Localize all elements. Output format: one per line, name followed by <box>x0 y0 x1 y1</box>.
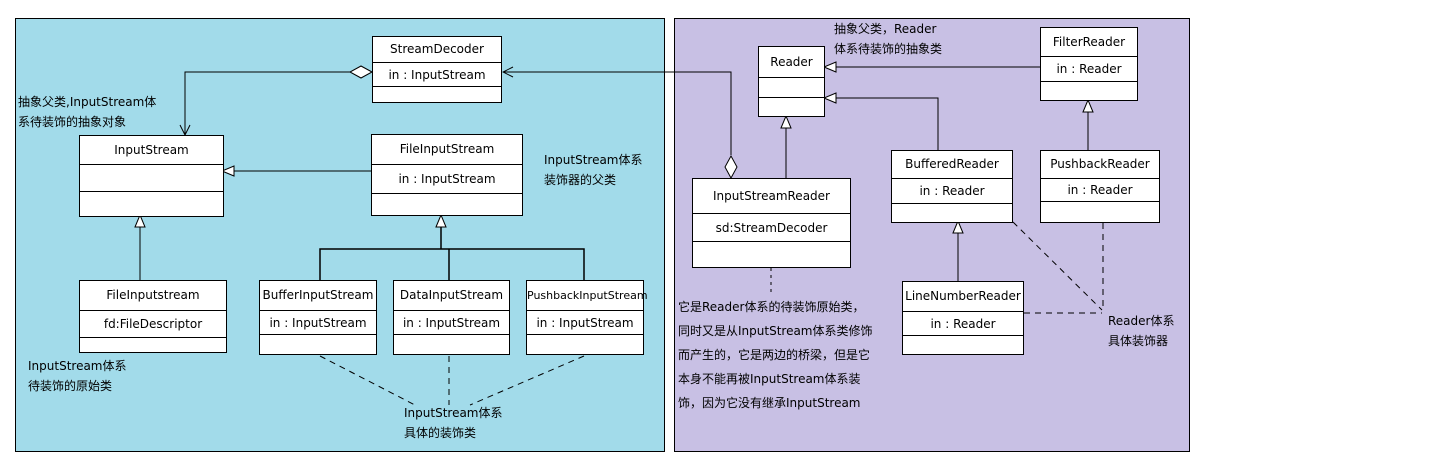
class-name: BufferInputStream <box>262 288 374 302</box>
class-attribute: in : Reader <box>1041 56 1137 81</box>
class-name: DataInputStream <box>399 288 504 302</box>
class-name: InputStream <box>114 143 189 157</box>
class-attribute: in : InputStream <box>372 164 522 193</box>
class-name: InputStreamReader <box>713 189 830 203</box>
class-methods <box>394 334 509 354</box>
class-filter-reader: FilterReader in : Reader <box>1040 27 1138 101</box>
class-methods <box>1041 201 1159 222</box>
generalization-decorators-bus <box>319 216 585 280</box>
class-attribute: in : InputStream <box>527 310 643 334</box>
class-methods <box>372 193 522 215</box>
note-line: 装饰器的父类 <box>544 173 617 187</box>
class-methods <box>759 97 824 116</box>
class-methods <box>373 86 501 102</box>
note-line: InputStream体系 <box>404 406 503 420</box>
input-stream-panel <box>15 18 665 452</box>
generalization-br-reader <box>825 98 939 150</box>
class-data-input-stream: DataInputStream in : InputStream <box>393 280 510 355</box>
class-name: BufferedReader <box>905 157 999 171</box>
class-line-number-reader: LineNumberReader in : Reader <box>902 281 1024 355</box>
class-attribute: in : Reader <box>903 311 1023 335</box>
class-reader: Reader <box>758 46 825 117</box>
note-line: InputStream体系 <box>28 359 127 373</box>
note-reader-decorators: Reader体系 具体装饰器 <box>1108 311 1174 351</box>
class-methods <box>80 337 226 352</box>
note-line: InputStream体系 <box>544 153 643 167</box>
note-primitive-input-stream: InputStream体系 待装饰的原始类 <box>28 356 127 396</box>
class-methods <box>260 334 376 354</box>
note-link-reader-decorators <box>1012 221 1104 314</box>
note-line: 待装饰的原始类 <box>28 379 113 393</box>
note-line: 具体的装饰类 <box>404 426 477 440</box>
note-line: 它是Reader体系的待装饰原始类， <box>678 300 865 314</box>
note-link-decorators <box>319 355 585 406</box>
aggregation-inputstreamreader-streamdecoder <box>503 72 732 155</box>
class-attribute: in : Reader <box>1041 178 1159 201</box>
note-line: 本身不能再被InputStream体系装 <box>678 372 861 386</box>
class-name: StreamDecoder <box>390 42 484 56</box>
aggregation-diamond <box>348 65 374 79</box>
class-pushback-reader: PushbackReader in : Reader <box>1040 150 1160 223</box>
note-abstract-reader: 抽象父类，Reader 体系待装饰的抽象类 <box>834 19 942 59</box>
class-buffer-input-stream: BufferInputStream in : InputStream <box>259 280 377 355</box>
note-line: 具体装饰器 <box>1108 334 1169 348</box>
note-line: Reader体系 <box>1108 314 1175 328</box>
class-methods <box>80 191 223 216</box>
class-buffered-reader: BufferedReader in : Reader <box>891 150 1013 223</box>
note-line: 同时又是从InputStream体系类修饰 <box>678 324 873 338</box>
note-decorator-parent: InputStream体系 装饰器的父类 <box>544 150 643 190</box>
note-line: 系待装饰的抽象对象 <box>18 115 127 129</box>
class-attribute: sd:StreamDecoder <box>693 213 850 241</box>
class-attribute: in : InputStream <box>373 62 501 86</box>
class-name: LineNumberReader <box>905 289 1021 303</box>
class-methods <box>1041 81 1137 100</box>
note-line: 而产生的，它是两边的桥梁，但是它 <box>678 348 871 362</box>
class-attribute: in : InputStream <box>260 310 376 334</box>
class-attribute: in : Reader <box>892 178 1012 203</box>
class-attributes <box>80 164 223 191</box>
class-methods <box>903 335 1023 354</box>
class-name: FileInputStream <box>399 142 495 156</box>
note-line: 抽象父类,InputStream体 <box>18 95 157 109</box>
note-concrete-input-decorators: InputStream体系 具体的装饰类 <box>404 403 503 443</box>
class-file-input-stream-top: FileInputStream in : InputStream <box>371 134 523 216</box>
note-input-stream-reader: 它是Reader体系的待装饰原始类， 同时又是从InputStream体系类修饰… <box>678 295 873 415</box>
class-input-stream-reader: InputStreamReader sd:StreamDecoder <box>692 178 851 268</box>
class-name: FileInputstream <box>106 288 200 302</box>
class-stream-decoder: StreamDecoder in : InputStream <box>372 36 502 103</box>
class-attributes <box>759 77 824 97</box>
class-name: FilterReader <box>1052 35 1126 49</box>
aggregation-diamond-right <box>724 154 738 180</box>
class-file-input-stream-bottom: FileInputstream fd:FileDescriptor <box>79 280 227 353</box>
note-line: 体系待装饰的抽象类 <box>834 42 943 56</box>
class-methods <box>527 334 643 354</box>
class-pushback-input-stream: PushbackInputStream in : InputStream <box>526 280 648 355</box>
class-input-stream: InputStream <box>79 135 224 217</box>
class-name: Reader <box>770 55 813 69</box>
aggregation-streamdecoder-inputstream <box>185 71 372 135</box>
class-attribute: fd:FileDescriptor <box>80 310 226 337</box>
class-name: PushbackReader <box>1050 157 1150 171</box>
note-line: 抽象父类，Reader <box>834 22 937 36</box>
class-attribute: in : InputStream <box>394 310 509 334</box>
note-line: 饰，因为它没有继承InputStream <box>678 396 861 410</box>
class-methods <box>892 203 1012 222</box>
class-methods <box>693 241 850 267</box>
note-abstract-input-stream: 抽象父类,InputStream体 系待装饰的抽象对象 <box>18 92 156 132</box>
class-name: PushbackInputStream <box>527 289 648 302</box>
